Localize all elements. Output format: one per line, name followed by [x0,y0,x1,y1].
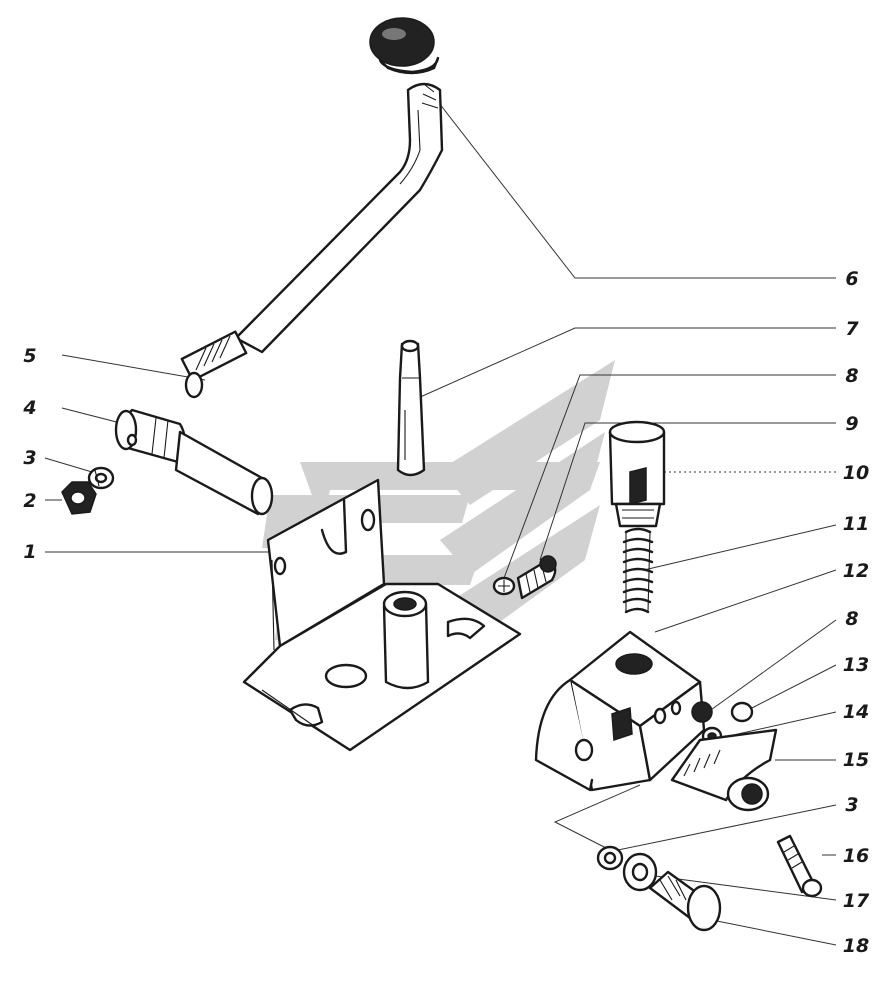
part-5-shift-lever [180,82,444,399]
label-7: 7 [845,318,859,340]
part-3-lock-washer-lower [596,845,624,871]
label-17: 17 [843,890,870,912]
part-2-nut [61,481,97,515]
label-16: 16 [843,845,869,867]
label-11: 11 [843,513,869,535]
label-8-lower: 8 [845,608,858,630]
part-10-cap [608,420,666,528]
label-9: 9 [845,413,858,435]
label-15: 15 [843,749,869,771]
label-14: 14 [843,701,869,723]
label-1: 1 [23,541,36,563]
label-2: 2 [23,490,36,512]
label-13: 13 [843,654,869,676]
part-8-ball-lower [691,701,713,723]
part-4-shaft [114,408,274,516]
label-5: 5 [23,345,36,367]
label-4: 4 [22,397,36,419]
label-6: 6 [845,268,858,290]
part-13-ball [730,701,754,723]
part-11-spring [622,527,654,614]
part-18-bolt [648,870,722,932]
label-10: 10 [843,462,869,484]
part-3-lock-washer-left [87,466,115,490]
part-12-housing [534,630,706,792]
part-17-flat-washer [622,852,658,892]
part-7-pin [396,339,426,477]
leader-lines [44,84,837,946]
part-8-ball-upper [492,576,516,596]
label-18: 18 [843,935,869,957]
part-1-bracket [242,478,522,752]
label-3-left: 3 [23,447,36,469]
label-3-lower: 3 [845,794,858,816]
label-12: 12 [843,560,869,582]
part-15-lever-plate [670,728,778,812]
label-8-upper: 8 [845,365,858,387]
callout-labels: 6 7 5 8 4 9 3 10 2 11 1 12 8 13 14 15 3 … [22,268,870,957]
part-9-bolt [516,555,557,600]
part-6-knob [369,17,440,75]
part-16-small-bolt [776,834,823,898]
